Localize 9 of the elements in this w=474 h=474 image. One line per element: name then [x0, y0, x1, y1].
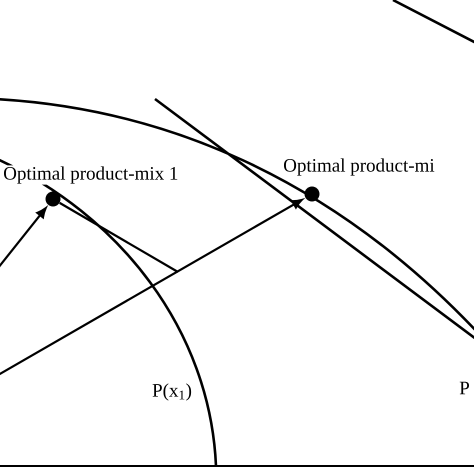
- tangent-line: [59, 202, 179, 273]
- point-dot: [46, 192, 60, 206]
- point-dot: [304, 186, 320, 202]
- label-text: P(x$_{1}$): [152, 383, 192, 401]
- label-text: Optimal product-mi: [284, 158, 434, 176]
- arrow: [0, 207, 47, 269]
- label-text: P: [460, 382, 469, 394]
- arrow: [0, 198, 303, 376]
- label-text: Optimal product-mix 1: [4, 166, 178, 184]
